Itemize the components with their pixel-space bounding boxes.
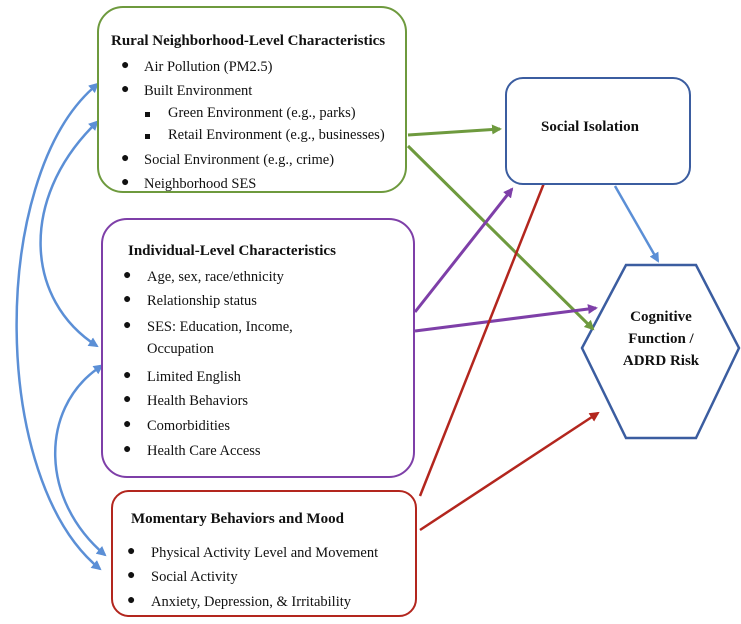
bullet-icon: ● [127, 593, 136, 608]
bullet-icon: ● [123, 368, 132, 383]
curve-individual-to-momentary [54, 364, 107, 557]
rural-item-air-pollution: Air Pollution (PM2.5) [144, 59, 273, 75]
rural-item-social-environment: Social Environment (e.g., crime) [144, 152, 335, 168]
arrow-individual-to-cognitive [414, 304, 598, 333]
individual-item-health-care-access: Health Care Access [147, 443, 261, 459]
cognitive-line-3: ADRD Risk [622, 353, 700, 369]
rural-neighborhood-box: Rural Neighborhood-Level Characteristics… [97, 6, 407, 193]
curve-rural-to-momentary [15, 82, 102, 571]
individual-item-health-behaviors: Health Behaviors [147, 393, 249, 409]
rural-item-built-environment: Built Environment [144, 83, 253, 99]
rural-subitem-retail: Retail Environment (e.g., businesses) [168, 127, 385, 143]
momentary-item-physical-activity: Physical Activity Level and Movement [151, 545, 379, 561]
curve-rural-to-individual [39, 120, 99, 348]
bullet-icon: ● [123, 442, 132, 457]
individual-item-age-sex: Age, sex, race/ethnicity [147, 269, 284, 285]
bullet-icon: ● [121, 151, 130, 166]
square-bullet-icon [145, 134, 150, 139]
bullet-icon: ● [121, 82, 130, 97]
momentary-item-social-activity: Social Activity [151, 569, 238, 585]
individual-item-relationship: Relationship status [147, 293, 257, 309]
cognitive-line-1: Cognitive [630, 309, 692, 325]
bullet-icon: ● [127, 544, 136, 559]
rural-item-neighborhood-ses: Neighborhood SES [144, 176, 257, 192]
arrow-rural-to-social [407, 124, 502, 137]
individual-item-comorbidities: Comorbidities [147, 418, 230, 434]
individual-item-ses-occupation: Occupation [147, 341, 214, 357]
bullet-icon: ● [127, 568, 136, 583]
cognitive-line-2: Function / [628, 331, 694, 347]
social-isolation-title: Social Isolation [541, 119, 639, 135]
bullet-icon: ● [121, 175, 130, 190]
bullet-icon: ● [123, 292, 132, 307]
momentary-behaviors-box: Momentary Behaviors and Mood ● Physical … [111, 490, 417, 617]
social-isolation-box: Social Isolation [505, 77, 691, 185]
bullet-icon: ● [123, 417, 132, 432]
individual-item-limited-english: Limited English [147, 369, 241, 385]
arrow-social-to-cognitive [613, 185, 660, 263]
individual-item-ses: SES: Education, Income, [147, 319, 293, 335]
bullet-icon: ● [123, 268, 132, 283]
individual-title: Individual-Level Characteristics [128, 243, 336, 259]
arrow-individual-to-social [413, 187, 514, 313]
arrow-rural-to-cognitive [406, 144, 595, 331]
bullet-icon: ● [123, 392, 132, 407]
rural-title: Rural Neighborhood-Level Characteristics [111, 33, 386, 49]
arrow-momentary-to-cognitive [419, 411, 600, 532]
bullet-icon: ● [123, 318, 132, 333]
momentary-title: Momentary Behaviors and Mood [131, 511, 344, 527]
bullet-icon: ● [121, 58, 130, 73]
square-bullet-icon [145, 112, 150, 117]
arrow-momentary-to-social [418, 166, 552, 497]
cognitive-hexagon [580, 263, 741, 440]
individual-level-box: Individual-Level Characteristics ● Age, … [101, 218, 415, 478]
momentary-item-anxiety: Anxiety, Depression, & Irritability [151, 594, 352, 610]
rural-subitem-green: Green Environment (e.g., parks) [168, 105, 356, 121]
